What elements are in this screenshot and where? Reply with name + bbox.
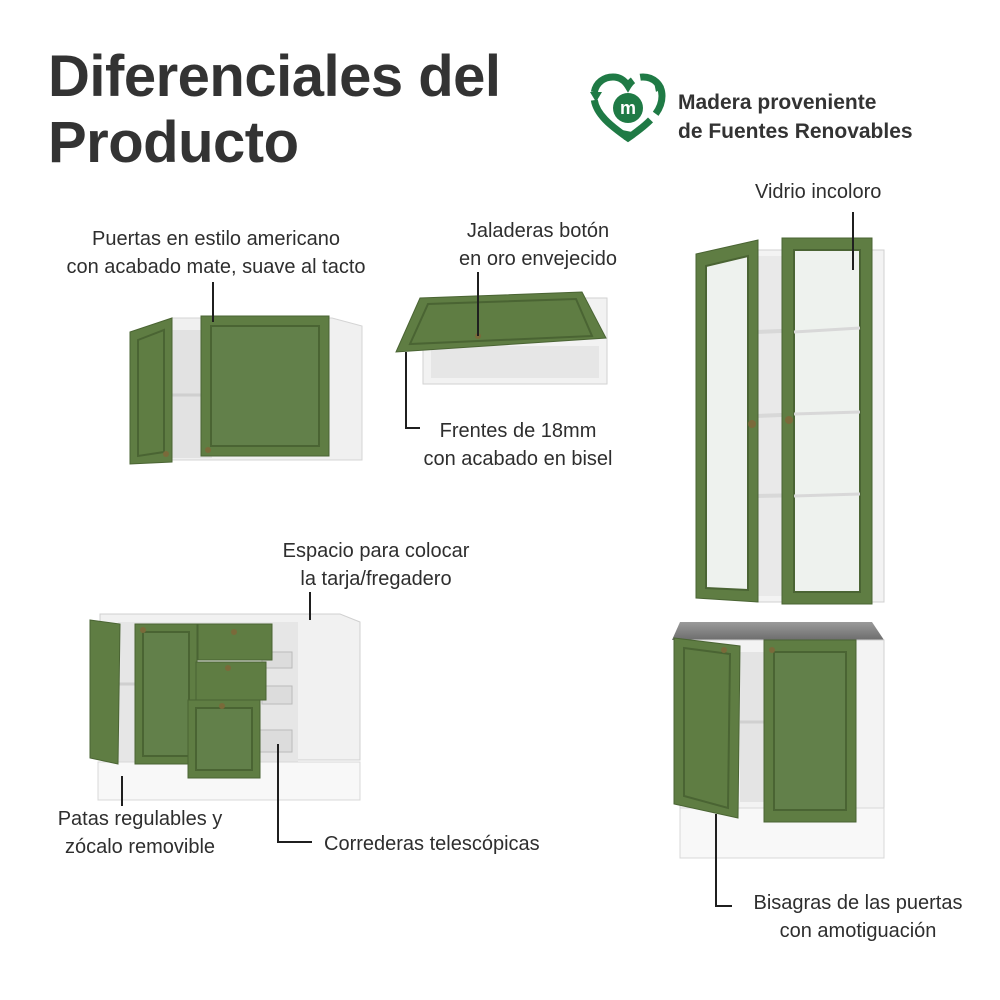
title-line-2: Producto [48,110,299,175]
badge-text: Madera proveniente de Fuentes Renovables [678,88,913,146]
callout-slides: Correderas telescópicas [324,830,540,858]
badge-line-1: Madera proveniente [678,91,877,114]
badge-line-2: de Fuentes Renovables [678,120,913,143]
callout-hinges-line-1: Bisagras de las puertas [753,892,963,914]
callout-handles-line-1: Jaladeras botón [466,220,610,242]
tall-glass-cabinet [695,237,885,605]
leader-lines [121,212,854,907]
wall-cabinet-lift-door [395,291,608,385]
callout-doors: Puertas en estilo americano con acabado … [20,225,412,281]
callout-handles-line-2: en oro envejecido [459,248,617,270]
callout-fronts: Frentes de 18mm con acabado en bisel [400,417,636,473]
callout-hinges-line-2: con amotiguación [779,920,937,942]
callout-legs-line-1: Patas regulables y [57,808,223,830]
recycle-heart-m-icon: m [590,73,666,143]
callout-sink-line-2: la tarja/fregadero [300,568,452,590]
callout-glass-line-1: Vidrio incoloro [755,181,882,203]
callout-fronts-line-1: Frentes de 18mm [439,420,597,442]
callout-hinges: Bisagras de las puertas con amotiguación [730,889,986,945]
callout-handles: Jaladeras botón en oro envejecido [430,217,646,273]
page-title: Diferenciales del Producto [48,44,501,176]
callout-fronts-line-2: con acabado en bisel [423,448,613,470]
callout-glass: Vidrio incoloro [755,178,881,206]
base-cabinet-countertop [672,622,885,859]
callout-slides-line-1: Correderas telescópicas [324,833,540,855]
callout-legs: Patas regulables y zócalo removible [38,805,242,861]
callout-sink: Espacio para colocar la tarja/fregadero [258,537,494,593]
wall-cabinet-two-doors [129,315,363,465]
callout-doors-line-1: Puertas en estilo americano [92,228,340,250]
badge-letter: m [620,98,636,118]
callout-doors-line-2: con acabado mate, suave al tacto [66,256,366,278]
callout-sink-line-1: Espacio para colocar [282,540,470,562]
title-line-1: Diferenciales del [48,44,501,109]
callout-legs-line-2: zócalo removible [64,836,216,858]
sink-base-cabinet [89,613,361,801]
